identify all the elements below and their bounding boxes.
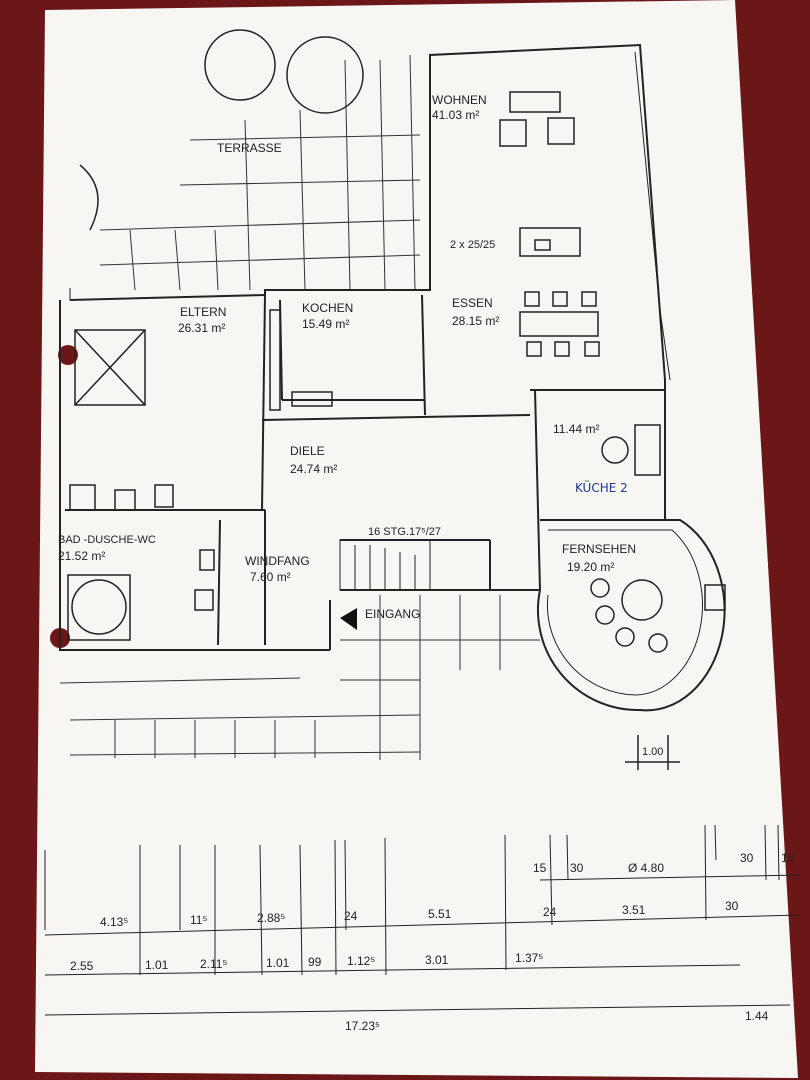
entrance-label: EINGANG (365, 607, 420, 621)
dimension-lines (44, 824, 801, 1016)
room-diele-name: DIELE (290, 444, 325, 458)
dim-row2-3: 1.01 (266, 956, 290, 970)
room-fernsehen-name: FERNSEHEN (562, 542, 636, 556)
column-label: 2 x 25/25 (450, 239, 495, 251)
tree-symbols (79, 29, 364, 231)
room-kueche2-name: KÜCHE 2 (575, 479, 628, 495)
terrace-label: TERRASSE (217, 141, 282, 155)
room-wohnen-area: 41.03 m² (432, 108, 479, 122)
room-diele-area: 24.74 m² (290, 462, 337, 476)
dim-row2-7: 1.37⁵ (515, 951, 543, 965)
dim-row1-2: 2.88⁵ (257, 911, 285, 925)
dim-corner: 1.44 (745, 1009, 769, 1023)
room-kueche2-area: 11.44 m² (553, 422, 599, 436)
dim-right-1: 30 (570, 861, 584, 875)
room-eltern-name: ELTERN (180, 305, 226, 319)
dim-right-2: Ø 4.80 (628, 861, 664, 875)
room-wohnen-name: WOHNEN (432, 93, 487, 107)
round-tower (537, 519, 726, 712)
dim-row2-5: 1.12⁵ (347, 954, 375, 968)
dim-total: 17.23⁵ (345, 1019, 380, 1033)
dim-row2-6: 3.01 (425, 953, 449, 967)
room-fernsehen-area: 19.20 m² (567, 560, 614, 574)
dim-row1-3: 24 (344, 909, 358, 923)
room-bad-area: 21.52 m² (58, 549, 105, 563)
dim-row2-1: 1.01 (145, 958, 169, 972)
scale-bar (625, 735, 680, 770)
room-windfang-name: WINDFANG (245, 554, 310, 568)
dim-right-0: 15 (533, 861, 547, 875)
dim-row1-7: 30 (725, 899, 739, 913)
room-essen-name: ESSEN (452, 296, 493, 310)
dim-row2-4: 99 (308, 955, 322, 969)
dim-row1-4: 5.51 (428, 907, 452, 921)
room-eltern-area: 26.31 m² (178, 321, 225, 335)
dim-row1-6: 3.51 (622, 903, 646, 917)
room-kochen-name: KOCHEN (302, 301, 353, 315)
room-bad-name: BAD -DUSCHE-WC (58, 534, 156, 546)
dim-right-3: 30 (740, 851, 754, 865)
dim-row2-2: 2.11⁵ (200, 957, 227, 971)
dim-right-4: 15 (781, 851, 795, 865)
entrance-arrow-icon (340, 608, 357, 630)
dim-row1-1: 11⁵ (190, 913, 207, 927)
front-paving (59, 595, 540, 760)
furniture (67, 91, 726, 653)
room-kochen-area: 15.49 m² (302, 317, 349, 331)
stairs (339, 539, 431, 591)
stairs-label: 16 STG.17⁵/27 (368, 526, 441, 538)
room-essen-area: 28.15 m² (452, 314, 499, 328)
dim-row1-5: 24 (543, 905, 557, 919)
scale-label: 1.00 (642, 746, 663, 758)
dim-row1-0: 4.13⁵ (100, 915, 128, 929)
binder-hole (58, 345, 78, 365)
room-windfang-area: 7.60 m² (250, 570, 291, 584)
dim-row2-0: 2.55 (70, 959, 94, 973)
terrace-grid (99, 54, 421, 291)
